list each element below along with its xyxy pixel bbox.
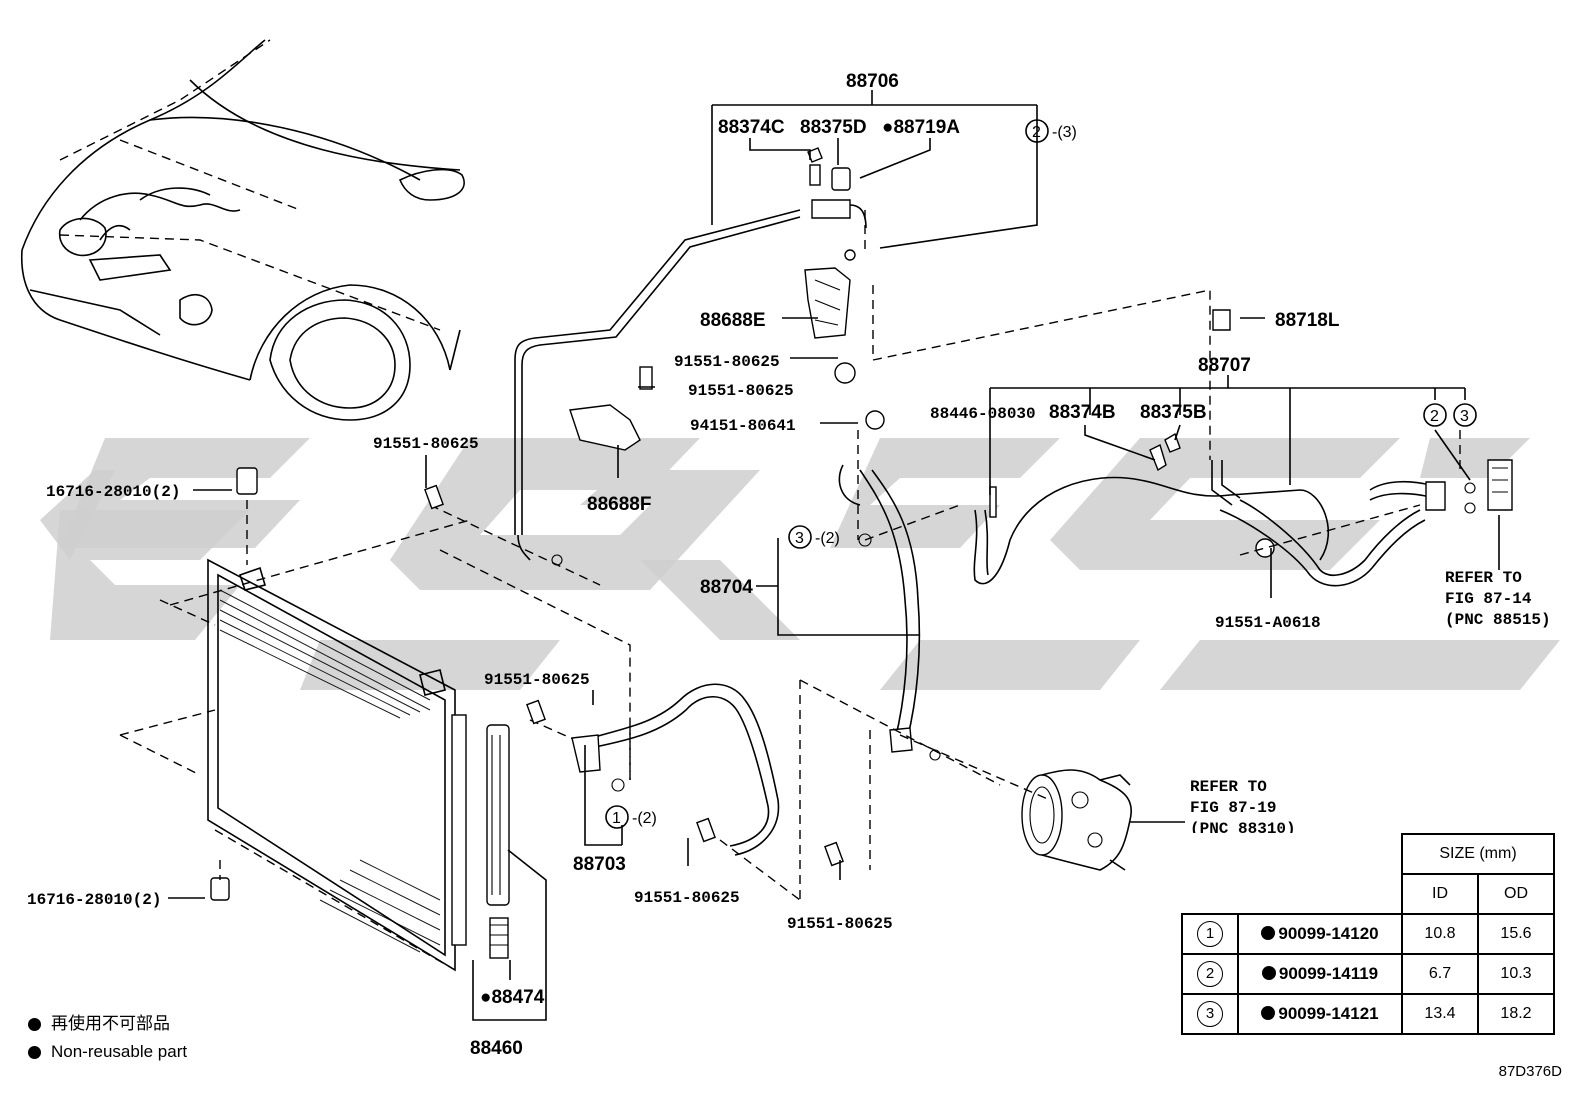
label-bolt-e: 91551-80625 [484,671,590,689]
table-row: 1 90099-14120 10.8 15.6 [1181,913,1555,955]
legend-jp: 再使用不可部品 [51,1014,170,1033]
ring-1-bottom [605,805,629,829]
label-16716-bottom: 16716-28010(2) [27,891,161,909]
ring-markers [605,119,1477,829]
oring-part-number: 90099-14119 [1278,964,1379,983]
legend-en: Non-reusable part [51,1042,188,1061]
legend: 再使用不可部品 Non-reusable part [28,1010,187,1066]
oring-id: 6.7 [1401,953,1479,995]
vehicle-outline [20,39,465,421]
label-88718L: 88718L [1275,310,1340,331]
ring-3-right-num: 3 [1460,408,1469,425]
compressor [1021,769,1132,871]
ring-1-num: 1 [612,810,621,827]
oring-part-number: 90099-14121 [1278,1004,1379,1023]
ring-2-badge: 2 [1197,961,1223,987]
label-88375B: 88375B [1140,402,1207,423]
refer-87-14-line3: (PNC 88515) [1445,611,1551,629]
label-88375D: 88375D [800,117,867,138]
label-88688F: 88688F [587,494,651,515]
label-88446: 88446-08030 [930,405,1036,423]
oring-od: 18.2 [1477,993,1555,1035]
ring-2-top [1025,119,1049,143]
refer-87-14-line1: REFER TO [1445,569,1522,587]
legend-dot-icon [28,1045,41,1059]
condenser-assembly [207,467,510,972]
oring-id: 13.4 [1401,993,1479,1035]
diagram-code: 87D376D [1498,1063,1562,1080]
ring-3-badge: 3 [1197,1001,1223,1027]
table-row: 3 90099-14121 13.4 18.2 [1181,993,1555,1035]
ring-3-mid-num: 3 [795,530,804,547]
label-88719A: ●88719A [882,117,960,138]
non-reusable-dot-icon [1261,1006,1276,1020]
part-labels: 88706 88374C 88375D ●88719A 2 -(3) 88688… [27,71,1551,1059]
ring-2-right-num: 2 [1430,408,1439,425]
callout-brackets [168,90,1500,1021]
ring-1-qty: -(2) [632,810,657,827]
ring-3-mid-qty: -(2) [815,530,840,547]
oring-od: 15.6 [1477,913,1555,955]
ring-3-right [1453,403,1477,427]
label-88374C: 88374C [718,117,785,138]
label-94151: 94151-80641 [690,417,796,435]
label-bolt-b: 91551-80625 [688,382,794,400]
oring-od: 10.3 [1477,953,1555,995]
table-row: 2 90099-14119 6.7 10.3 [1181,953,1555,995]
label-88474: ●88474 [480,987,545,1008]
label-88374B: 88374B [1049,402,1116,423]
label-bolt-d: 91551-A0618 [1215,614,1321,632]
oring-part-number: 90099-14120 [1278,924,1379,943]
label-88707: 88707 [1198,355,1251,376]
refer-87-19-line2: FIG 87-19 [1190,799,1276,817]
non-reusable-dot-icon [1261,966,1276,980]
fittings [424,147,1513,867]
label-88703: 88703 [573,854,626,875]
col-od-header: OD [1477,873,1555,915]
ring-1-badge: 1 [1197,921,1223,947]
oring-id: 10.8 [1401,913,1479,955]
refer-87-14-line2: FIG 87-14 [1445,590,1532,608]
label-bolt-c: 91551-80625 [373,435,479,453]
ring-2-right [1423,403,1447,427]
right-leaders [629,210,1461,901]
label-88688E: 88688E [700,310,766,331]
watermark-logo [40,438,1560,690]
size-header: SIZE (mm) [1401,833,1555,875]
label-88460: 88460 [470,1038,523,1059]
hose-lines [514,199,1446,856]
label-88704: 88704 [700,577,753,598]
label-16716-top: 16716-28010(2) [46,483,180,501]
label-bolt-f: 91551-80625 [634,889,740,907]
label-bolt-a: 91551-80625 [674,353,780,371]
col-id-header: ID [1401,873,1479,915]
refer-87-19-line1: REFER TO [1190,778,1267,796]
ring-2-top-num: 2 [1032,124,1041,141]
ring-3-mid [788,525,812,549]
non-reusable-dot-icon [1261,926,1276,940]
ring-2-top-qty: -(3) [1052,124,1077,141]
label-bolt-g: 91551-80625 [787,915,893,933]
oring-size-table: SIZE (mm) ID OD 1 90099-14120 10.8 15.6 … [1181,833,1555,1035]
label-88706: 88706 [846,71,899,92]
legend-dot-icon [28,1017,41,1031]
